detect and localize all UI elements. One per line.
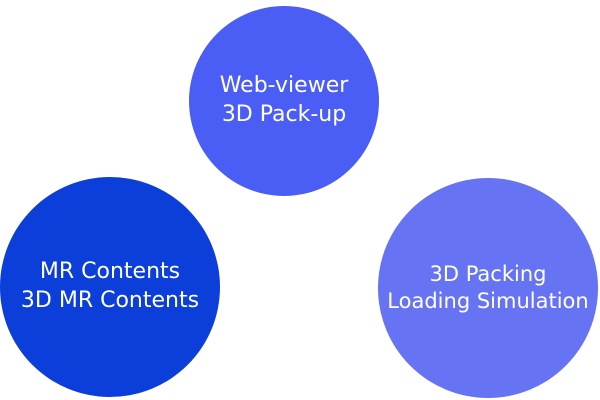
3d-packing-subtitle: Loading Simulation — [387, 289, 589, 313]
web-viewer-title: Web-viewer — [219, 73, 349, 99]
mr-contents-subtitle: 3D MR Contents — [20, 288, 200, 313]
3d-packing-circle: 3D Packing Loading Simulation — [378, 178, 598, 398]
3d-packing-title: 3D Packing — [429, 261, 547, 286]
web-viewer-circle: Web-viewer 3D Pack-up — [189, 6, 379, 196]
mr-contents-title: MR Contents — [39, 259, 181, 285]
mr-contents-circle: MR Contents 3D MR Contents — [0, 177, 220, 397]
web-viewer-subtitle: 3D Pack-up — [221, 102, 347, 127]
